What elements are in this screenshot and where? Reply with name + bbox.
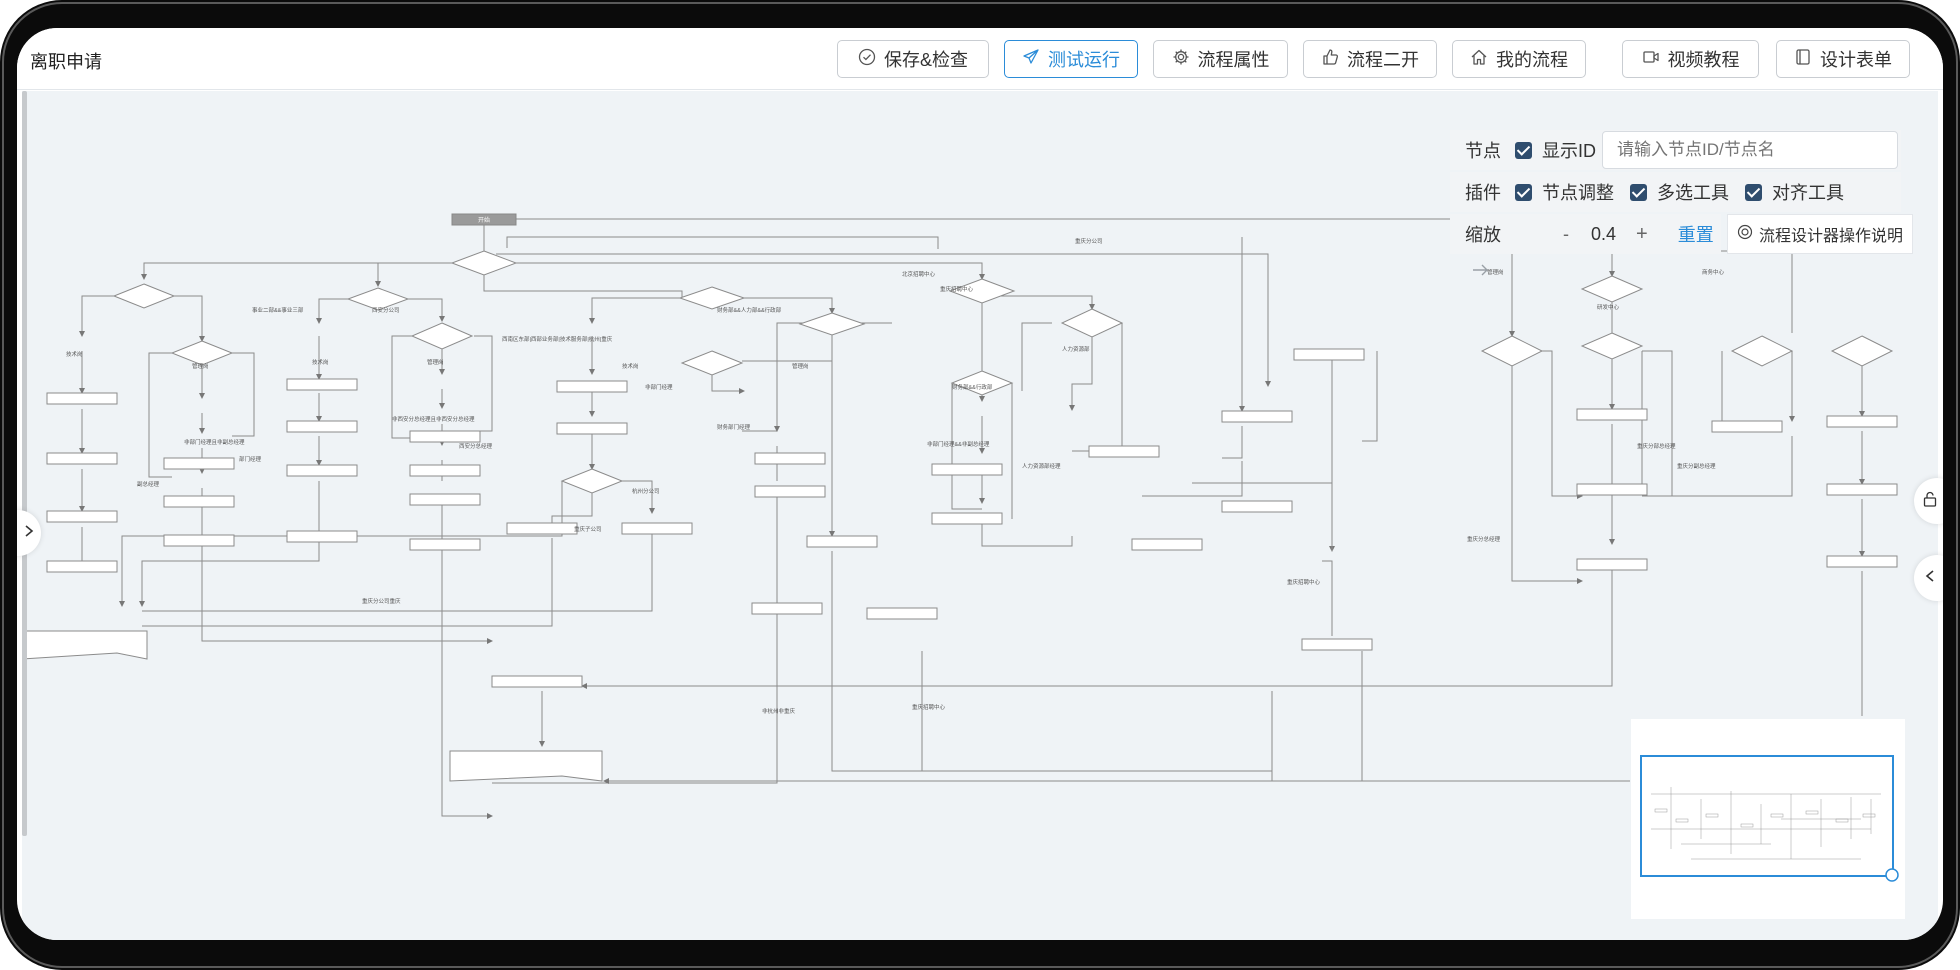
design-form-button[interactable]: 设计表单: [1776, 40, 1910, 78]
zoom-out-button[interactable]: -: [1563, 223, 1569, 244]
svg-text:研发中心: 研发中心: [1597, 303, 1620, 311]
unlock-icon: [1922, 491, 1938, 512]
my-flows-label: 我的流程: [1496, 50, 1568, 70]
svg-text:技术岗: 技术岗: [622, 362, 639, 370]
flow-properties-button[interactable]: 流程属性: [1153, 40, 1288, 78]
flow-edges: [79, 218, 1865, 819]
svg-text:重庆子公司: 重庆子公司: [574, 525, 602, 533]
svg-text:技术岗: 技术岗: [312, 358, 329, 366]
svg-text:管理岗: 管理岗: [427, 358, 444, 366]
my-flows-button[interactable]: 我的流程: [1452, 40, 1586, 78]
gear-icon: [1172, 48, 1190, 71]
help-circle-icon: [1737, 224, 1753, 245]
flow-dev-button[interactable]: 流程二开: [1303, 40, 1437, 78]
video-tutorial-button[interactable]: 视频教程: [1622, 40, 1759, 78]
multi-select-label: 多选工具: [1657, 183, 1729, 203]
plugin-label: 插件: [1465, 183, 1501, 203]
zoom-reset-button[interactable]: 重置: [1677, 225, 1714, 245]
minimap-resize-handle[interactable]: [1885, 868, 1899, 882]
node-label: 节点: [1465, 141, 1501, 161]
svg-text:管理岗: 管理岗: [792, 362, 809, 370]
show-id-checkbox[interactable]: [1515, 141, 1532, 159]
form-icon: [1794, 48, 1812, 71]
svg-text:重庆招聘中心: 重庆招聘中心: [1287, 578, 1321, 586]
svg-text:重庆分部总经理: 重庆分部总经理: [1637, 442, 1676, 450]
svg-text:杭州分公司: 杭州分公司: [632, 487, 660, 495]
svg-text:副总经理: 副总经理: [137, 480, 160, 488]
svg-text:财务部门经理: 财务部门经理: [717, 423, 751, 431]
save-check-button[interactable]: 保存&检查: [837, 40, 989, 78]
flow-nodes: 开始: [22, 213, 1898, 782]
svg-text:部门经理: 部门经理: [239, 455, 262, 463]
page-title: 离职申请: [30, 52, 102, 72]
decision-nodes[interactable]: [112, 250, 1894, 494]
svg-text:重庆分公司: 重庆分公司: [1075, 237, 1103, 245]
app-screen: 离职申请 保存&检查 测试运行 流程属性 流程二开 我的流程 视频教程 设计表单: [17, 28, 1943, 940]
node-adjust-checkbox[interactable]: [1515, 183, 1532, 201]
save-check-label: 保存&检查: [883, 50, 968, 70]
vertical-scrollbar[interactable]: [22, 91, 27, 836]
zoom-value: 0.4: [1591, 223, 1617, 244]
svg-text:重庆分总经理: 重庆分总经理: [1467, 535, 1501, 543]
top-toolbar: 离职申请 保存&检查 测试运行 流程属性 流程二开 我的流程 视频教程 设计表单: [17, 28, 1943, 90]
svg-text:北京招聘中心: 北京招聘中心: [902, 270, 936, 278]
svg-text:西南区东部|西部业务部|技术服务部|杭州|重庆: 西南区东部|西部业务部|技术服务部|杭州|重庆: [502, 335, 613, 343]
multi-select-checkbox[interactable]: [1630, 183, 1647, 201]
svg-text:人力资源部: 人力资源部: [1062, 345, 1090, 353]
svg-text:财务部&&人力部&&行政部: 财务部&&人力部&&行政部: [717, 306, 782, 314]
svg-text:管理岗: 管理岗: [1487, 268, 1504, 276]
svg-text:管理岗: 管理岗: [192, 362, 209, 370]
minimap-preview: [1640, 755, 1899, 882]
svg-text:西安分公司: 西安分公司: [372, 306, 400, 314]
svg-text:人力资源部经理: 人力资源部经理: [1022, 462, 1061, 470]
zoom-label: 缩放: [1465, 225, 1501, 245]
end-node-hr[interactable]: [449, 750, 603, 782]
svg-text:重庆招聘中心: 重庆招聘中心: [940, 285, 974, 293]
svg-text:非部门经理: 非部门经理: [645, 383, 673, 391]
edge-labels: 重庆分公司 北京招聘中心 重庆招聘中心 事业二部&&事业三部 西安分公司 财务部…: [66, 237, 1725, 715]
svg-text:事业二部&&事业三部: 事业二部&&事业三部: [252, 306, 304, 314]
end-node-archive[interactable]: [22, 630, 148, 660]
svg-text:非部门经理且非副总经理: 非部门经理且非副总经理: [184, 438, 245, 446]
home-icon: [1470, 48, 1488, 71]
check-circle-icon: [858, 48, 876, 71]
flow-dev-label: 流程二开: [1347, 50, 1419, 70]
zoom-panel: 缩放 - 0.4 + 重置: [1450, 214, 1721, 254]
svg-text:财务部&&行政部: 财务部&&行政部: [952, 383, 993, 391]
chevron-right-icon: [22, 524, 36, 543]
svg-text:技术岗: 技术岗: [66, 350, 83, 358]
align-tool-label: 对齐工具: [1772, 183, 1844, 203]
arrow-right-icon[interactable]: [1465, 260, 1495, 280]
node-search-input[interactable]: [1602, 131, 1898, 169]
task-nodes[interactable]: [46, 348, 1898, 688]
align-tool-checkbox[interactable]: [1745, 183, 1762, 201]
minimap[interactable]: [1631, 719, 1905, 919]
test-run-button[interactable]: 测试运行: [1004, 40, 1138, 78]
svg-text:重庆分公司重庆: 重庆分公司重庆: [362, 597, 401, 605]
svg-text:商务中心: 商务中心: [1702, 268, 1725, 276]
svg-text:非杭州非重庆: 非杭州非重庆: [762, 707, 796, 715]
chevron-left-icon: [1923, 569, 1937, 588]
test-run-label: 测试运行: [1048, 50, 1120, 70]
video-icon: [1642, 48, 1660, 71]
node-adjust-label: 节点调整: [1542, 183, 1614, 203]
svg-text:重庆招聘中心: 重庆招聘中心: [912, 703, 946, 711]
design-form-label: 设计表单: [1820, 50, 1892, 70]
designer-help-label: 流程设计器操作说明: [1758, 228, 1903, 245]
zoom-in-button[interactable]: +: [1636, 222, 1648, 245]
flow-properties-label: 流程属性: [1197, 50, 1270, 70]
svg-text:非西安分总经理且非西安分总经理: 非西安分总经理且非西安分总经理: [392, 415, 475, 423]
svg-text:重庆分副总经理: 重庆分副总经理: [1677, 462, 1716, 470]
paper-plane-icon: [1022, 48, 1040, 71]
start-node-label: 开始: [478, 216, 490, 224]
video-tutorial-label: 视频教程: [1667, 50, 1740, 70]
svg-text:西安分总经理: 西安分总经理: [459, 442, 493, 450]
designer-help-button[interactable]: 流程设计器操作说明: [1727, 214, 1913, 254]
plugin-panel: 插件 节点调整 多选工具 对齐工具: [1450, 172, 1901, 212]
start-node[interactable]: [451, 213, 517, 226]
svg-text:非部门经理&&非副总经理: 非部门经理&&非副总经理: [927, 440, 990, 448]
show-id-label: 显示ID: [1542, 141, 1596, 161]
thumb-icon: [1321, 48, 1339, 71]
flow-graph: 开始: [22, 213, 1898, 819]
